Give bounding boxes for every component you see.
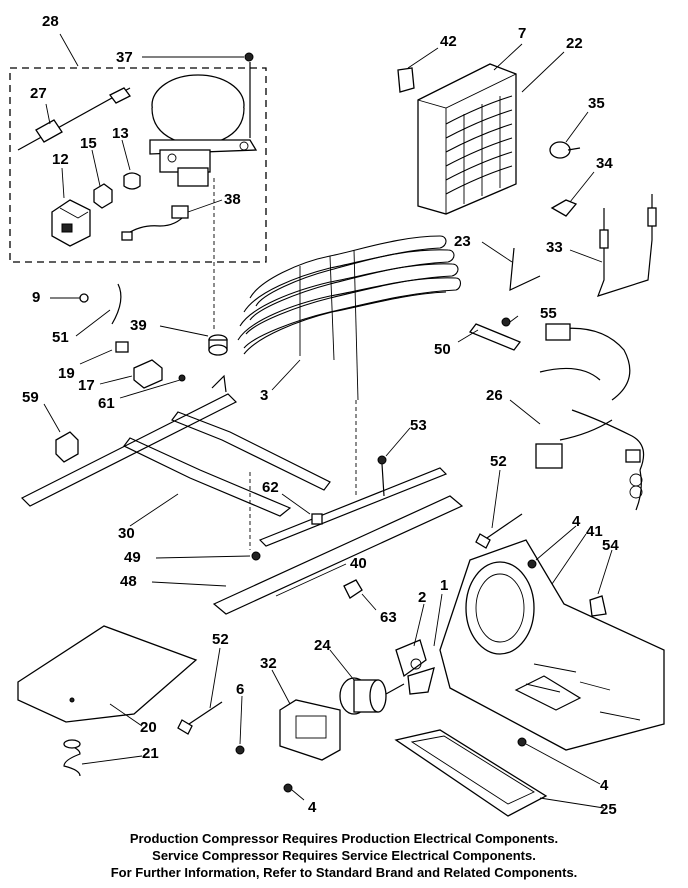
callout-1: 1 bbox=[440, 577, 449, 594]
evaporator-coil bbox=[417, 63, 517, 215]
tube-23 bbox=[509, 247, 541, 291]
callout-26: 26 bbox=[486, 387, 503, 404]
grommet-39 bbox=[208, 334, 228, 356]
callout-53: 53 bbox=[410, 417, 427, 434]
screw-4-lower bbox=[517, 737, 527, 747]
callout-55: 55 bbox=[540, 305, 557, 322]
drain-pan bbox=[394, 729, 548, 817]
callout-4a: 4 bbox=[572, 513, 581, 530]
base-frame bbox=[20, 374, 464, 615]
fan-blade bbox=[395, 639, 435, 695]
bracket-34 bbox=[550, 199, 578, 217]
callout-12: 12 bbox=[52, 151, 69, 168]
screw-37 bbox=[244, 52, 254, 62]
callout-23: 23 bbox=[454, 233, 471, 250]
compressor-group-box bbox=[9, 67, 267, 263]
wire-harness-26 bbox=[535, 323, 645, 511]
callout-62: 62 bbox=[262, 479, 279, 496]
callout-63: 63 bbox=[380, 609, 397, 626]
screw-6 bbox=[235, 745, 245, 755]
callout-61: 61 bbox=[98, 395, 115, 412]
part-15 bbox=[93, 183, 113, 209]
callout-17: 17 bbox=[78, 377, 95, 394]
fan-bracket bbox=[439, 539, 665, 751]
compressor bbox=[149, 62, 258, 187]
clip-42 bbox=[397, 67, 415, 93]
part-62 bbox=[311, 513, 323, 525]
screw-53 bbox=[377, 455, 387, 497]
start-relay bbox=[51, 199, 91, 247]
screw-55 bbox=[501, 317, 511, 327]
callout-20: 20 bbox=[140, 719, 157, 736]
screw-49 bbox=[251, 551, 261, 561]
condenser-coil bbox=[237, 235, 462, 401]
callout-39: 39 bbox=[130, 317, 147, 334]
clip-59 bbox=[55, 431, 79, 463]
callout-59: 59 bbox=[22, 389, 39, 406]
callout-52a: 52 bbox=[490, 453, 507, 470]
callout-32: 32 bbox=[260, 655, 277, 672]
callout-40: 40 bbox=[350, 555, 367, 572]
fan-motor bbox=[339, 677, 405, 715]
callout-27: 27 bbox=[30, 85, 47, 102]
screw-61 bbox=[178, 374, 186, 382]
cover-panel bbox=[17, 625, 198, 723]
screw-4-upper bbox=[527, 559, 537, 569]
callout-19: 19 bbox=[58, 365, 75, 382]
plug-9 bbox=[79, 293, 89, 303]
callout-50: 50 bbox=[434, 341, 451, 358]
heater-33 bbox=[597, 194, 657, 297]
defrost-thermostat bbox=[549, 141, 581, 159]
callout-9: 9 bbox=[32, 289, 41, 306]
callout-52b: 52 bbox=[212, 631, 229, 648]
footer-note-production: Production Compressor Requires Productio… bbox=[129, 831, 559, 846]
screw-52-upper bbox=[475, 513, 523, 549]
callout-21: 21 bbox=[142, 745, 159, 762]
part-13 bbox=[123, 172, 141, 190]
callout-51: 51 bbox=[52, 329, 69, 346]
callout-24: 24 bbox=[314, 637, 331, 654]
bracket-50 bbox=[468, 323, 522, 351]
tube-51 bbox=[111, 283, 122, 325]
callout-3: 3 bbox=[260, 387, 269, 404]
callout-30: 30 bbox=[118, 525, 135, 542]
callout-22: 22 bbox=[566, 35, 583, 52]
callout-33: 33 bbox=[546, 239, 563, 256]
callout-42: 42 bbox=[440, 33, 457, 50]
callout-13: 13 bbox=[112, 125, 129, 142]
callout-37: 37 bbox=[116, 49, 133, 66]
part-17 bbox=[133, 359, 163, 389]
screw-52-lower bbox=[177, 701, 223, 735]
callout-2: 2 bbox=[418, 589, 427, 606]
callout-41: 41 bbox=[586, 523, 603, 540]
overload-protector bbox=[17, 87, 131, 151]
part-63 bbox=[343, 579, 363, 599]
part-19 bbox=[115, 341, 129, 353]
footer-note-reference: For Further Information, Refer to Standa… bbox=[110, 865, 578, 880]
callout-49: 49 bbox=[124, 549, 141, 566]
leader-lines bbox=[43, 33, 613, 809]
callout-4b: 4 bbox=[600, 777, 609, 794]
callout-48: 48 bbox=[120, 573, 137, 590]
callout-4c: 4 bbox=[308, 799, 317, 816]
callout-54: 54 bbox=[602, 537, 619, 554]
wire-harness-38 bbox=[121, 205, 189, 241]
spring-21 bbox=[63, 739, 81, 777]
footer-note-service: Service Compressor Requires Service Elec… bbox=[152, 848, 536, 863]
screw-4-bottom bbox=[283, 783, 293, 793]
callout-25: 25 bbox=[600, 801, 617, 818]
part-54 bbox=[589, 595, 607, 617]
callout-35: 35 bbox=[588, 95, 605, 112]
callout-34: 34 bbox=[596, 155, 613, 172]
callout-15: 15 bbox=[80, 135, 97, 152]
callout-7: 7 bbox=[518, 25, 527, 42]
motor-bracket bbox=[279, 699, 341, 761]
callout-28: 28 bbox=[42, 13, 59, 30]
callout-38: 38 bbox=[224, 191, 241, 208]
callout-6: 6 bbox=[236, 681, 245, 698]
